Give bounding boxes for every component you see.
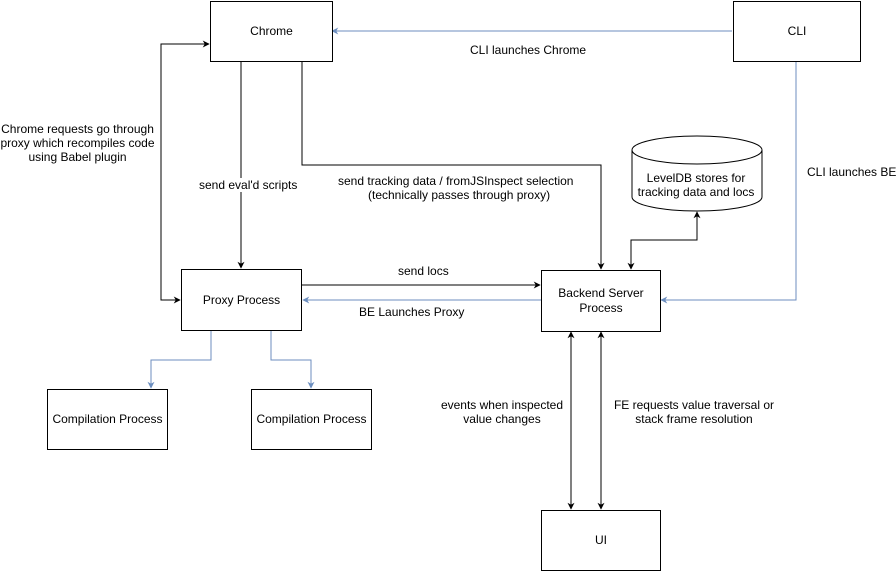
ui-node-label: UI [595, 533, 607, 547]
edge-chrome-proxy-loop [160, 40, 210, 304]
label-send-tracking-data-2: (technically passes through proxy) [368, 188, 551, 202]
edge-proxy-compilation-2 [270, 331, 315, 389]
leveldb-label: LevelDB stores for tracking data and loc… [637, 171, 755, 199]
label-send-evald-scripts: send eval'd scripts [199, 178, 298, 192]
label-send-tracking-data-1: send tracking data / fromJSInspect selec… [338, 174, 574, 188]
label-chrome-requests-proxy: Chrome requests go through proxy which r… [0, 122, 155, 164]
label-be-launches-proxy: BE Launches Proxy [359, 305, 465, 319]
label-send-locs: send locs [398, 264, 449, 278]
label-fe-requests: FE requests value traversal or stack fra… [613, 398, 775, 426]
leveldb-cylinder [631, 135, 763, 212]
cli-node-label: CLI [787, 24, 807, 38]
label-cli-launches-chrome: CLI launches Chrome [470, 43, 587, 57]
compilation-process-label-2: Compilation Process [256, 412, 367, 426]
label-cli-launches-be: CLI launches BE [807, 165, 896, 179]
compilation-process-node-2: Compilation Process [251, 389, 372, 450]
compilation-process-node-1: Compilation Process [47, 389, 168, 450]
proxy-process-node: Proxy Process [181, 269, 302, 331]
backend-server-label: Backend Server Process [558, 286, 644, 315]
edge-cli-launches-be [660, 62, 797, 304]
chrome-node: Chrome [210, 1, 333, 62]
backend-server-node: Backend Server Process [541, 270, 661, 332]
edge-send-tracking-data [301, 62, 605, 270]
proxy-process-label: Proxy Process [202, 292, 281, 307]
edge-backend-leveldb [627, 211, 701, 270]
cli-node: CLI [733, 1, 861, 62]
chrome-node-label: Chrome [250, 24, 293, 38]
edge-proxy-compilation-1 [147, 331, 212, 389]
ui-node: UI [541, 510, 661, 571]
compilation-process-label-1: Compilation Process [52, 412, 163, 426]
label-events-inspected: events when inspected value changes [440, 398, 564, 426]
